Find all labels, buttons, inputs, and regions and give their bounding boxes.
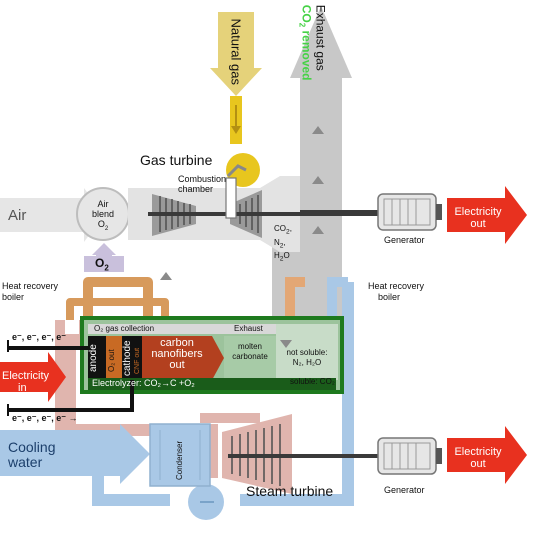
air-label: Air	[8, 207, 27, 224]
generator-top	[300, 193, 442, 231]
water-loop	[92, 277, 354, 520]
air-arrow	[0, 188, 104, 242]
cooling-water-arrow	[0, 424, 150, 484]
cathode-label: cathode	[122, 340, 133, 376]
flow-arrows	[160, 126, 324, 348]
condenser-label: Condenser	[175, 440, 184, 480]
soluble-label: soluble: CO₂	[290, 377, 335, 386]
steam-turbine	[222, 414, 390, 494]
natural-gas-label: Natural gas	[228, 18, 244, 86]
anode-label: anode	[88, 344, 99, 372]
electrons-top-label: e⁻, e⁻, e⁻, e⁻	[12, 332, 67, 342]
generator-bottom-label: Generator	[384, 485, 425, 495]
o2-label: O2	[95, 256, 109, 273]
electricity-arrows	[0, 186, 527, 484]
generator-top-label: Generator	[384, 235, 425, 245]
generator-bottom	[377, 437, 442, 475]
gas-species-label: CO2, N2, H2O	[274, 224, 292, 263]
not-soluble-label: not soluble:N₂, H₂O	[286, 348, 328, 367]
cnf-out-label: CNF out	[134, 347, 141, 374]
gas-turbine	[128, 164, 380, 252]
carbon-nanofibers-label: carbon nanofibers out	[151, 337, 203, 371]
steam-turbine-label: Steam turbine	[246, 483, 334, 499]
electron-wires	[7, 340, 134, 416]
o2-collection-label: O₂ gas collection	[94, 324, 155, 333]
electrolyzer-equation: Electrolyzer: CO₂→C +O₂	[92, 378, 195, 388]
condenser	[149, 423, 211, 487]
o2-out-label: O₂ out	[107, 349, 116, 372]
gas-turbine-label: Gas turbine	[140, 152, 213, 168]
electrons-bottom-label: e⁻, e⁻, e⁻, e⁻ →	[12, 413, 78, 423]
electrolyzer-exhaust-label: Exhaust	[234, 324, 263, 333]
electrolyzer-box	[80, 316, 344, 394]
exhaust-label: Exhaust gas CO2 removed	[297, 4, 328, 81]
